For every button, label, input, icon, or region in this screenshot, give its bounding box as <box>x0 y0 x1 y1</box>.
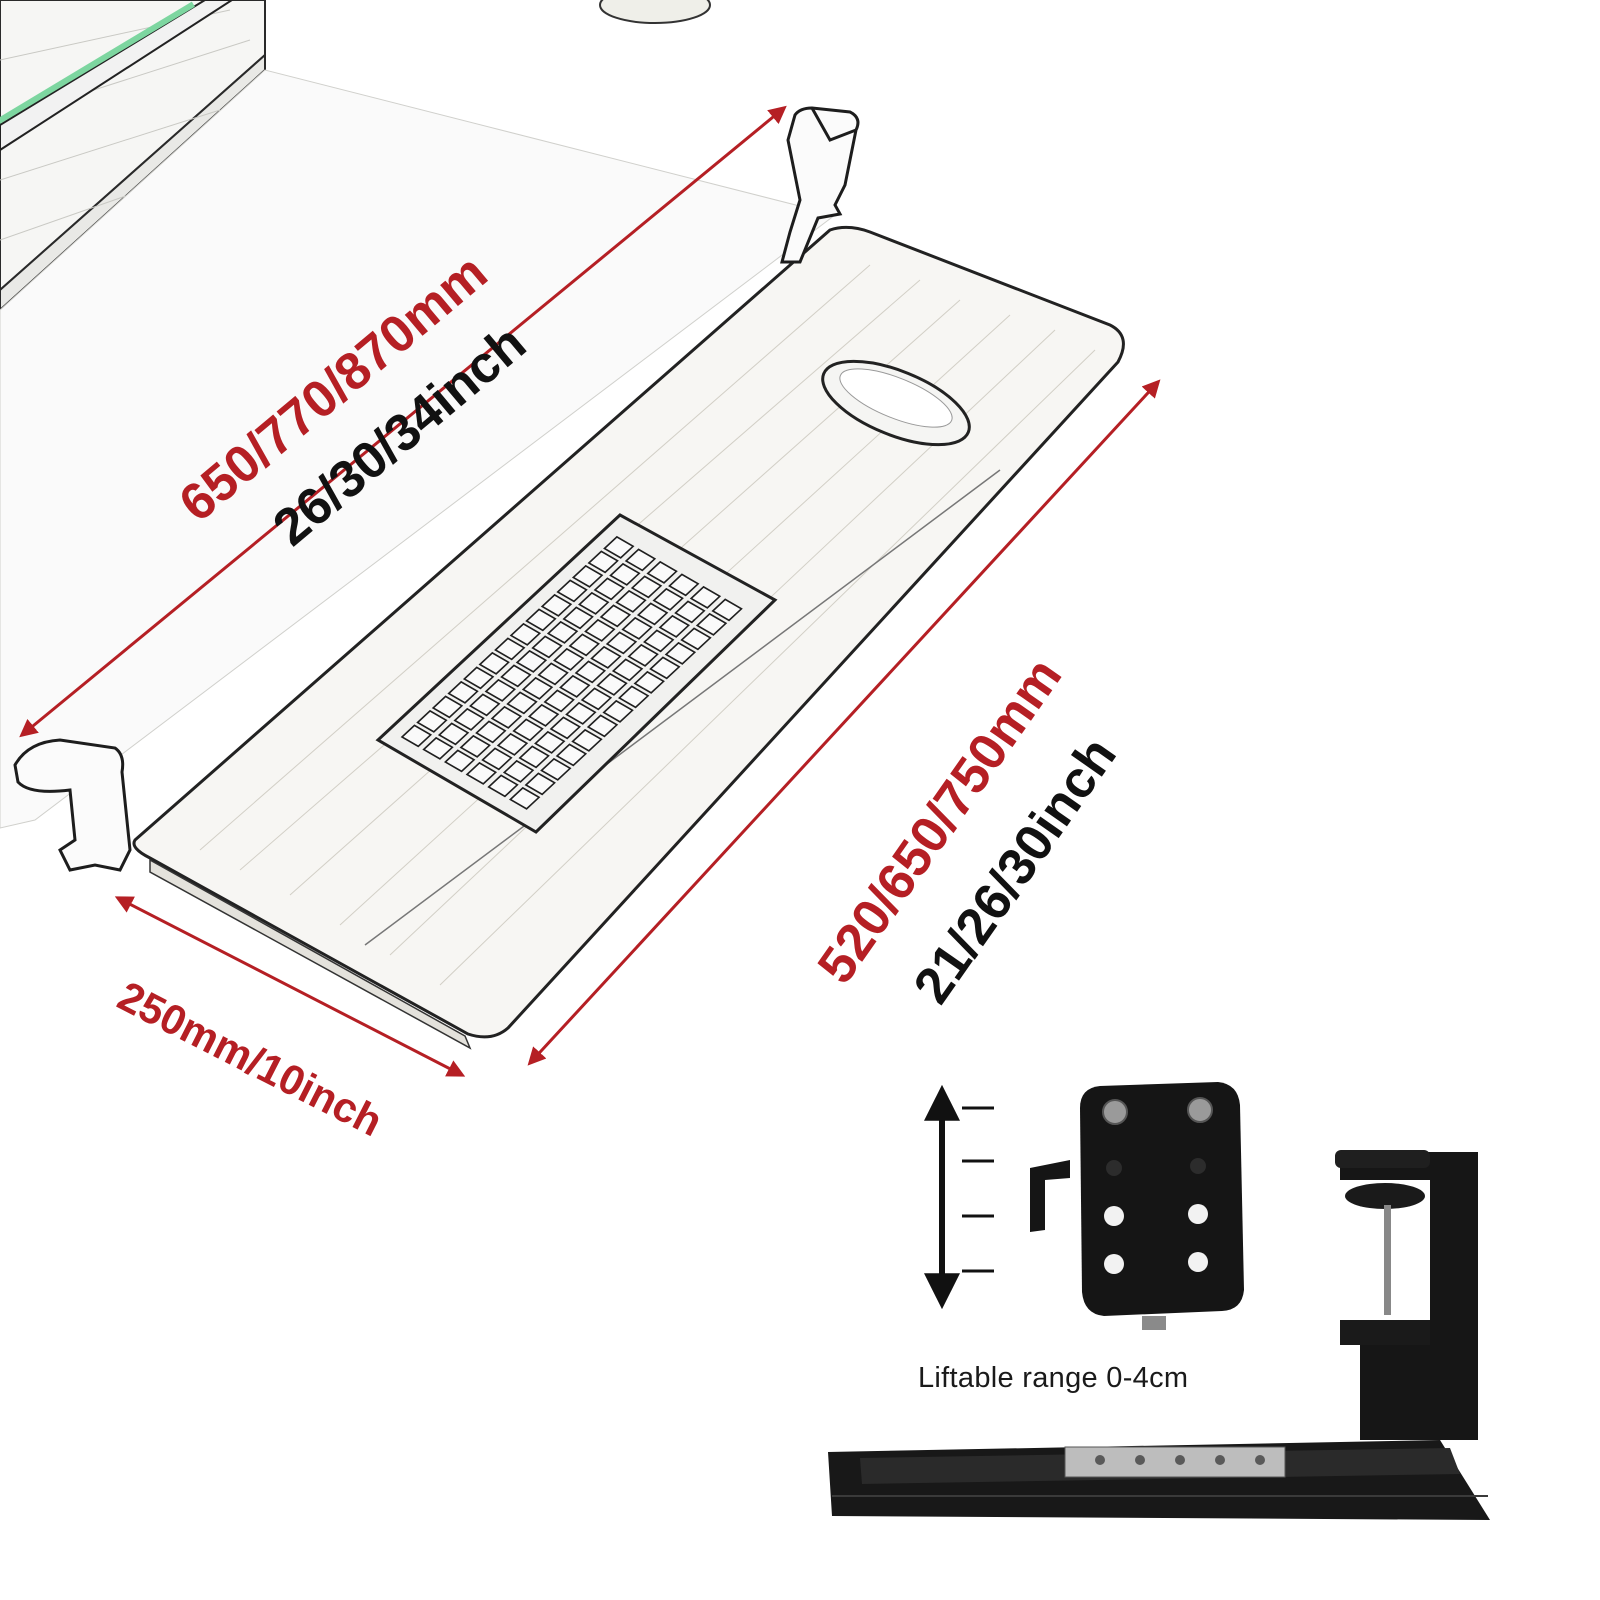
keyboard-key <box>443 749 476 773</box>
clamp-front <box>13 738 132 872</box>
dimension-arrows <box>19 105 1161 1310</box>
track-arrow <box>527 379 1161 1066</box>
keyboard-key <box>481 747 513 771</box>
keyboard-key <box>496 732 529 756</box>
depth-arrow <box>114 896 466 1077</box>
length-arrow <box>19 105 787 738</box>
liftable-range-caption: Liftable range 0-4cm <box>918 1362 1189 1394</box>
keyboard-key <box>422 736 454 760</box>
keyboard-key <box>459 734 491 758</box>
clamp-back <box>780 106 860 264</box>
keyboard-key <box>487 774 519 798</box>
keyboard-key <box>465 761 498 785</box>
slide-rail-bracket <box>828 1150 1490 1520</box>
lift-plate <box>1030 1082 1244 1330</box>
monitor-led-strip <box>0 1 195 126</box>
